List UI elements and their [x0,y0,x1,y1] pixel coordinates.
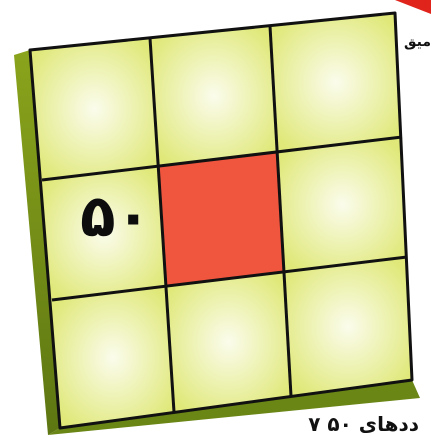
corner-label: میق [404,34,431,50]
grid-cell [150,26,278,166]
bottom-label: ددهای ۵۰ ۷ [308,412,419,436]
grid-cell [30,38,159,180]
cell-number: ۵۰ [68,187,163,245]
corner-accent [395,0,431,14]
grid-cell [166,272,291,412]
grid-cell [270,13,402,152]
grid-cell [284,257,412,396]
grid-cell [278,137,407,272]
grid-cell-center [159,152,284,287]
grid-cell [52,287,174,428]
